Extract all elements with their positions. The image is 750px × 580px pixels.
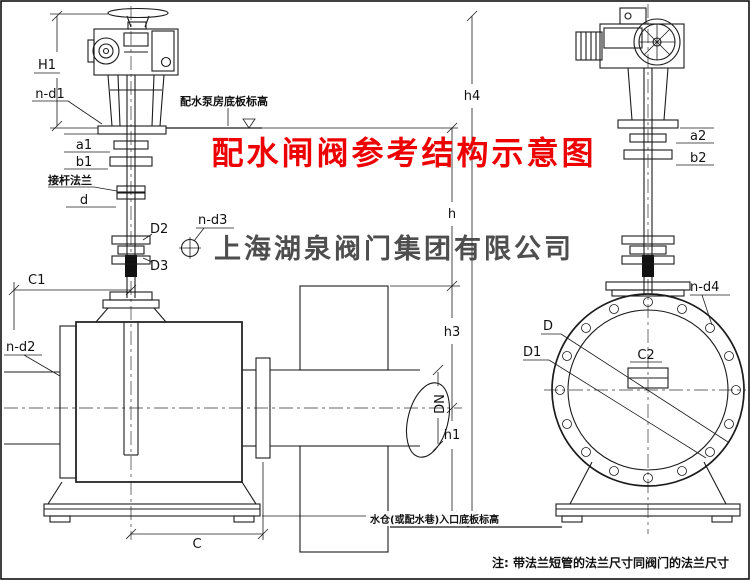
dim-label-n-d1: n-d1 bbox=[35, 87, 64, 102]
callout-labels: 配水泵房底板标高 接杆法兰 水仓(或配水巷)入口底板标高 bbox=[48, 94, 506, 526]
bolt-hole-detail bbox=[179, 237, 201, 259]
dim-label-b2: b2 bbox=[690, 151, 707, 166]
dim-label-D3: D3 bbox=[150, 259, 168, 274]
dimension-labels: H1 n-d1 a1 b1 d D2 D3 n-d3 C1 n-d2 C DN … bbox=[6, 58, 719, 552]
dim-label-d: d bbox=[80, 193, 88, 208]
left-view bbox=[4, 6, 462, 553]
mid-flange-stack bbox=[111, 235, 151, 265]
dim-label-C: C bbox=[192, 537, 201, 552]
handwheel-front bbox=[633, 18, 681, 66]
sump-floor-callout: 水仓(或配水巷)入口底板标高 bbox=[369, 513, 499, 526]
base-front bbox=[555, 461, 741, 523]
handwheel-side bbox=[107, 7, 169, 30]
dim-label-C2: C2 bbox=[637, 348, 654, 363]
dim-label-n-d3: n-d3 bbox=[198, 213, 227, 228]
pump-floor-callout: 配水泵房底板标高 bbox=[180, 94, 268, 108]
dim-label-a2: a2 bbox=[690, 129, 706, 144]
right-view bbox=[544, 4, 746, 534]
dimension-lines-right bbox=[390, 127, 730, 528]
sump-callout-backing bbox=[366, 511, 506, 526]
concrete-wall bbox=[299, 285, 389, 553]
diagram-title: 配水闸阀参考结构示意图 bbox=[211, 134, 596, 172]
yoke-front bbox=[617, 67, 679, 129]
dim-label-D: D bbox=[543, 319, 553, 334]
dim-label-D1: D1 bbox=[523, 345, 541, 360]
flange-note: 注: 带法兰短管的法兰尺寸同阀门的法兰尺寸 bbox=[492, 555, 729, 570]
dim-label-h1: h1 bbox=[444, 428, 461, 443]
dim-label-h3: h3 bbox=[444, 325, 461, 340]
upper-flange-stack-front bbox=[623, 133, 673, 160]
dim-label-DN: DN bbox=[433, 394, 448, 414]
dim-label-n-d2: n-d2 bbox=[6, 340, 35, 355]
dim-label-H1: H1 bbox=[38, 58, 56, 73]
pump-floor-level-line bbox=[166, 108, 262, 129]
actuator-side bbox=[87, 28, 179, 76]
dim-label-b1: b1 bbox=[76, 155, 93, 170]
company-watermark: 上海湖泉阀门集团有限公司 bbox=[214, 233, 574, 265]
dim-label-h: h bbox=[448, 207, 456, 222]
mid-flange-stack-front bbox=[621, 235, 675, 265]
base-side bbox=[43, 481, 261, 523]
dim-label-a1: a1 bbox=[76, 138, 92, 153]
dim-label-C1: C1 bbox=[28, 273, 45, 288]
rod-flange bbox=[116, 185, 146, 200]
yoke-side bbox=[97, 74, 167, 135]
dim-label-h4: h4 bbox=[464, 89, 481, 104]
valve-body-side bbox=[4, 321, 243, 483]
upper-flange-stack bbox=[109, 140, 153, 167]
rod-flange-callout: 接杆法兰 bbox=[48, 173, 92, 187]
bonnet-front bbox=[605, 281, 691, 297]
dim-label-n-d4: n-d4 bbox=[690, 280, 719, 295]
dim-label-D2: D2 bbox=[150, 222, 168, 237]
actuator-front bbox=[575, 7, 685, 69]
body-circle-front bbox=[551, 293, 745, 487]
